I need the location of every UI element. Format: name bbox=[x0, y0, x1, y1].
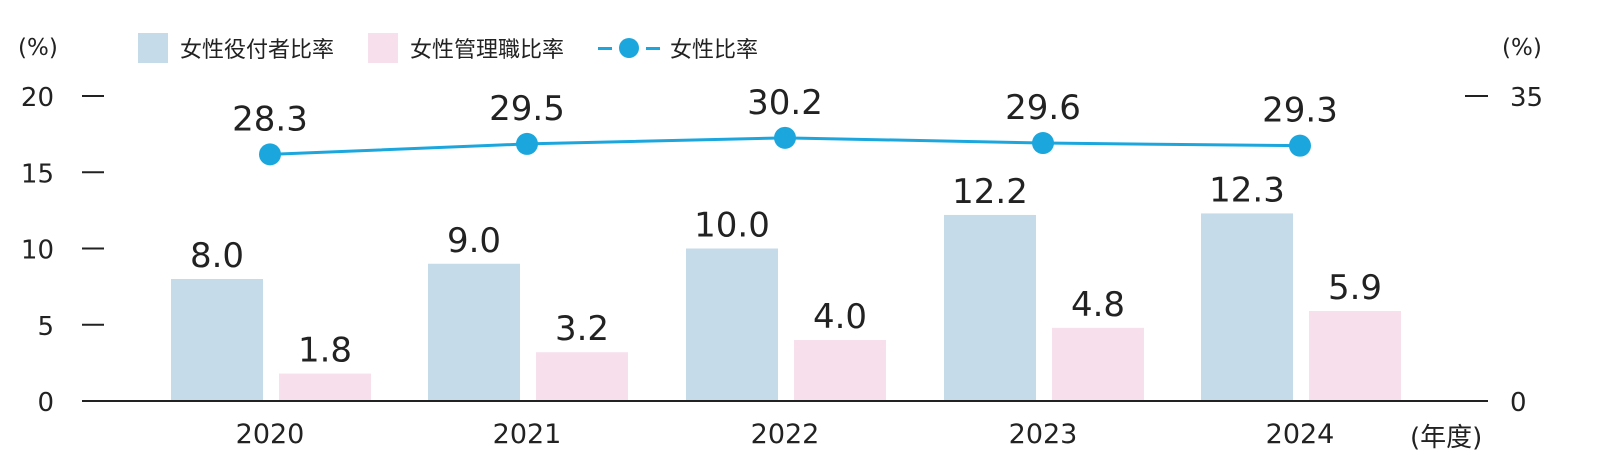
data-label-officer-ratio-2023: 12.2 bbox=[952, 172, 1028, 212]
x-tick-label-2020: 2020 bbox=[236, 419, 305, 450]
legend-marker-dot bbox=[619, 38, 640, 58]
data-label-manager-ratio-2020: 1.8 bbox=[298, 331, 352, 371]
legend-item-female-ratio: 女性比率 bbox=[598, 32, 758, 64]
y-left-tick-label-0: 0 bbox=[37, 388, 54, 418]
bar-manager-ratio-2024 bbox=[1309, 311, 1401, 401]
bar-manager-ratio-2021 bbox=[536, 352, 628, 401]
data-label-officer-ratio-2020: 8.0 bbox=[190, 236, 244, 276]
data-label-manager-ratio-2023: 4.8 bbox=[1071, 285, 1125, 325]
legend-item-manager-ratio: 女性管理職比率 bbox=[368, 32, 564, 64]
legend-line-segment-right bbox=[646, 47, 661, 50]
legend-label-female-ratio: 女性比率 bbox=[670, 38, 759, 63]
x-tick-label-2023: 2023 bbox=[1009, 419, 1078, 450]
legend-swatch-female-ratio bbox=[598, 33, 661, 63]
bar-officer-ratio-2023 bbox=[944, 214, 1036, 401]
data-label-manager-ratio-2021: 3.2 bbox=[555, 309, 609, 349]
point-female-ratio-2020 bbox=[259, 143, 281, 166]
right-axis-unit: (%) bbox=[1502, 35, 1542, 61]
point-female-ratio-2021 bbox=[516, 132, 538, 155]
data-label-female-ratio-2024: 29.3 bbox=[1262, 91, 1338, 131]
data-label-manager-ratio-2024: 5.9 bbox=[1328, 268, 1382, 308]
data-label-female-ratio-2021: 29.5 bbox=[489, 89, 565, 129]
bar-manager-ratio-2022 bbox=[794, 340, 886, 401]
data-label-manager-ratio-2022: 4.0 bbox=[813, 297, 867, 337]
legend-swatch-officer-ratio bbox=[138, 33, 168, 63]
legend-swatch-manager-ratio bbox=[368, 33, 399, 63]
x-axis-unit: (年度) bbox=[1410, 423, 1483, 453]
data-label-officer-ratio-2024: 12.3 bbox=[1209, 170, 1285, 210]
data-label-female-ratio-2023: 29.6 bbox=[1005, 88, 1081, 128]
x-tick-label-2022: 2022 bbox=[751, 419, 820, 450]
y-left-tick-label-2: 10 bbox=[21, 236, 54, 266]
legend: 女性役付者比率 女性管理職比率 女性比率 bbox=[138, 32, 792, 64]
bar-officer-ratio-2024 bbox=[1201, 213, 1293, 401]
bar-manager-ratio-2020 bbox=[279, 373, 371, 401]
bar-manager-ratio-2023 bbox=[1052, 327, 1144, 401]
x-tick-label-2024: 2024 bbox=[1266, 419, 1335, 450]
point-female-ratio-2022 bbox=[774, 126, 796, 149]
point-female-ratio-2023 bbox=[1032, 132, 1054, 155]
data-label-officer-ratio-2022: 10.0 bbox=[694, 206, 770, 246]
x-tick-label-2021: 2021 bbox=[493, 419, 562, 450]
bar-officer-ratio-2020 bbox=[171, 279, 263, 401]
legend-label-manager-ratio: 女性管理職比率 bbox=[410, 38, 565, 63]
data-label-officer-ratio-2021: 9.0 bbox=[447, 221, 501, 261]
left-axis-unit: (%) bbox=[18, 35, 58, 61]
data-label-female-ratio-2022: 30.2 bbox=[747, 83, 823, 123]
data-label-female-ratio-2020: 28.3 bbox=[232, 99, 308, 139]
y-left-tick-label-4: 20 bbox=[21, 83, 54, 113]
legend-item-officer-ratio: 女性役付者比率 bbox=[138, 32, 334, 64]
legend-line-segment-left bbox=[598, 47, 613, 50]
point-female-ratio-2024 bbox=[1289, 134, 1311, 157]
y-left-tick-label-3: 15 bbox=[21, 159, 54, 189]
legend-label-officer-ratio: 女性役付者比率 bbox=[180, 38, 335, 63]
y-right-tick-label-1: 35 bbox=[1510, 83, 1543, 113]
y-right-tick-label-0: 0 bbox=[1510, 388, 1527, 418]
bar-officer-ratio-2021 bbox=[428, 263, 520, 401]
y-left-tick-label-1: 5 bbox=[37, 312, 54, 342]
bar-officer-ratio-2022 bbox=[686, 248, 778, 401]
